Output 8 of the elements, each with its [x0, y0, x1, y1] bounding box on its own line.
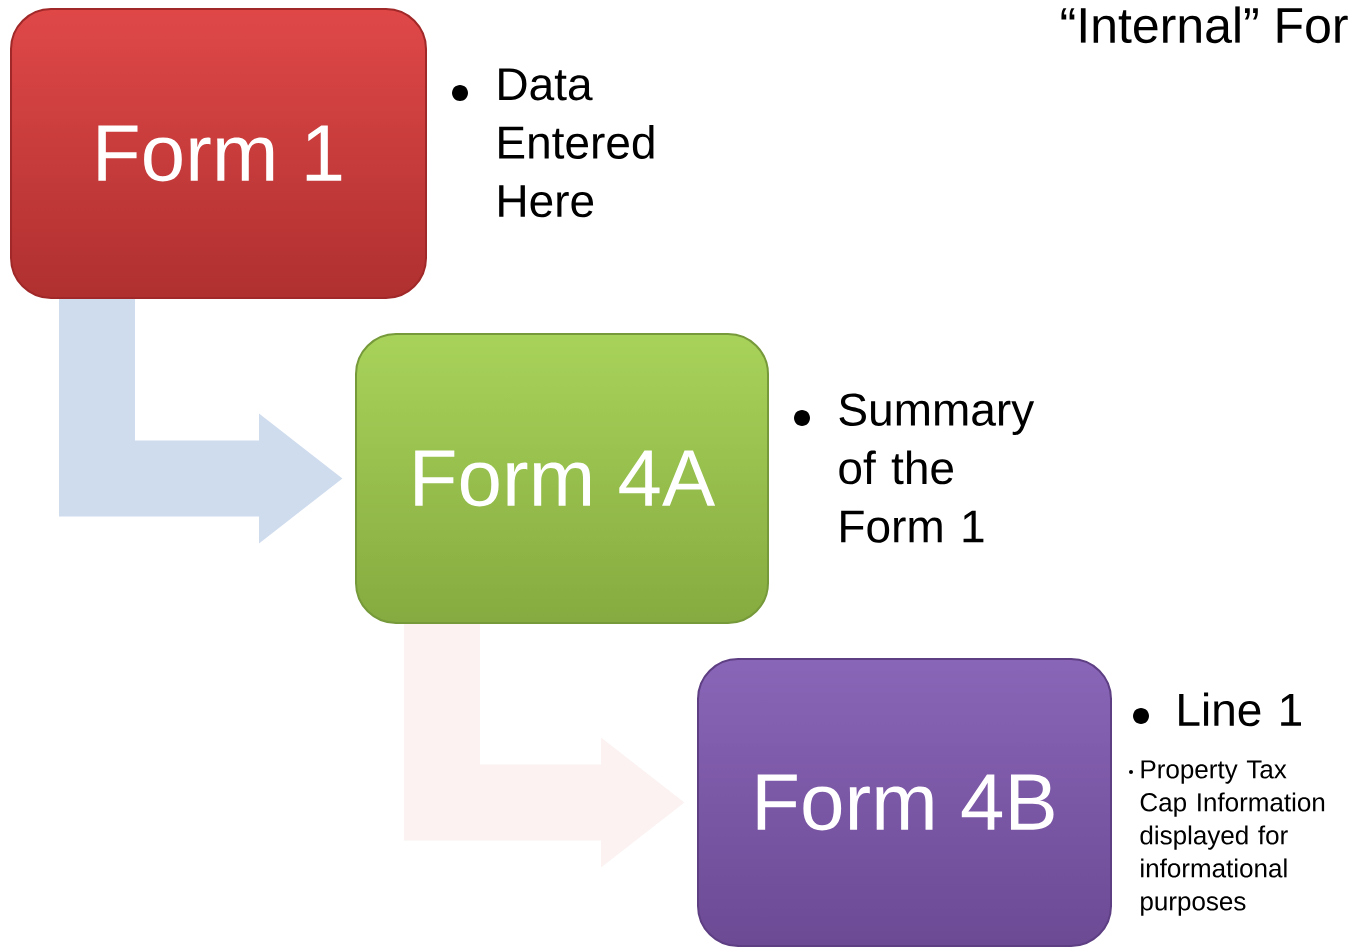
form-box: Form 4A — [355, 333, 769, 624]
bullet-text: Summary of the Form 1 — [839, 393, 1035, 543]
form-box: Form 4B — [697, 658, 1112, 947]
title: “Internal” For — [1061, 6, 1348, 44]
form-box: Form 1 — [10, 8, 427, 299]
bullet-text: Data Entered Here — [499, 68, 654, 218]
bullet-text: Line 1 — [1179, 692, 1301, 727]
bullet-text: Property Tax Cap Information displayed for informational purposes — [1140, 760, 1325, 916]
